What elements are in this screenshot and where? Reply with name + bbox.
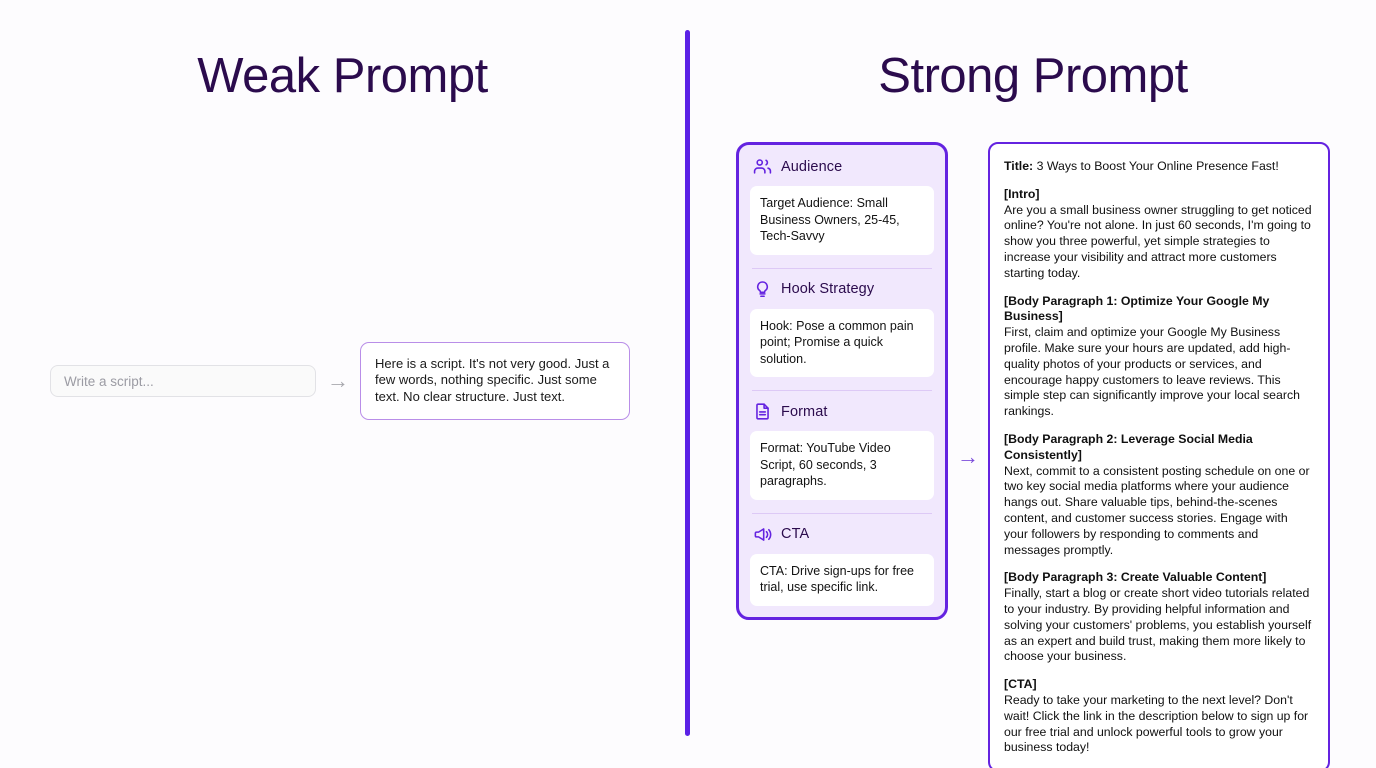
structured-prompt-card: Audience Target Audience: Small Business…: [736, 142, 948, 620]
script-body1-label: [Body Paragraph 1: Optimize Your Google …: [1004, 293, 1270, 324]
section-separator: [752, 390, 932, 391]
section-audience-header: Audience: [750, 157, 934, 176]
script-body2-label: [Body Paragraph 2: Leverage Social Media…: [1004, 431, 1253, 462]
section-cta-body: CTA: Drive sign-ups for free trial, use …: [750, 553, 934, 606]
document-icon: [753, 402, 772, 421]
flow-arrow-icon: →: [327, 368, 349, 394]
script-input[interactable]: Write a script...: [50, 365, 316, 398]
section-format-body: Format: YouTube Video Script, 60 seconds…: [750, 431, 934, 500]
section-hook-strategy-header: Hook Strategy: [750, 280, 934, 299]
script-intro-label: [Intro]: [1004, 186, 1040, 201]
section-hook-strategy-title: Hook Strategy: [781, 281, 875, 297]
script-input-placeholder: Write a script...: [64, 373, 154, 389]
script-title-line: Title: 3 Ways to Boost Your Online Prese…: [1004, 159, 1313, 175]
section-format-header: Format: [750, 402, 934, 421]
lightbulb-icon: [753, 280, 772, 299]
script-cta-text: Ready to take your marketing to the next…: [1004, 692, 1309, 755]
script-body3-label: [Body Paragraph 3: Create Valuable Conte…: [1004, 570, 1267, 585]
section-cta-header: CTA: [750, 525, 934, 544]
section-separator: [752, 512, 932, 514]
megaphone-icon: [753, 525, 772, 544]
flow-arrow-icon: →: [957, 444, 979, 470]
section-audience-title: Audience: [781, 158, 843, 175]
weak-prompt-flow: Write a script... → Here is a script. It…: [50, 342, 630, 421]
section-cta[interactable]: CTA CTA: Drive sign-ups for free trial, …: [750, 525, 934, 606]
section-hook-strategy[interactable]: Hook Strategy Hook: Pose a common pain p…: [750, 280, 934, 377]
section-audience-body: Target Audience: Small Business Owners, …: [750, 186, 934, 255]
weak-output-card: Here is a script. It's not very good. Ju…: [360, 342, 630, 421]
script-intro-text: Are you a small business owner strugglin…: [1004, 202, 1312, 280]
section-audience[interactable]: Audience Target Audience: Small Business…: [750, 157, 934, 255]
strong-prompt-title: Strong Prompt: [878, 49, 1188, 103]
script-body3-text: Finally, start a blog or create short vi…: [1004, 586, 1312, 664]
panel-divider: [685, 30, 690, 736]
section-format[interactable]: Format Format: YouTube Video Script, 60 …: [750, 402, 934, 500]
script-title-label: Title:: [1004, 159, 1034, 173]
section-format-title: Format: [781, 403, 828, 420]
script-body2-text: Next, commit to a consistent posting sch…: [1004, 463, 1310, 557]
section-separator: [752, 267, 932, 269]
strong-prompt-flow: Audience Target Audience: Small Business…: [736, 142, 1330, 768]
weak-prompt-title: Weak Prompt: [197, 49, 488, 103]
weak-prompt-panel: Weak Prompt Write a script... → Here is …: [0, 0, 685, 768]
script-body1-text: First, claim and optimize your Google My…: [1004, 325, 1300, 419]
generated-script-card: Title: 3 Ways to Boost Your Online Prese…: [988, 142, 1330, 768]
users-icon: [753, 157, 772, 176]
section-hook-strategy-body: Hook: Pose a common pain point; Promise …: [750, 308, 934, 377]
strong-prompt-panel: Strong Prompt Audience: [690, 0, 1376, 768]
section-cta-title: CTA: [781, 526, 810, 542]
script-title-text: 3 Ways to Boost Your Online Presence Fas…: [1033, 159, 1279, 173]
strong-flow-arrow-wrap: →: [948, 142, 988, 768]
script-cta-label: [CTA]: [1004, 677, 1037, 692]
